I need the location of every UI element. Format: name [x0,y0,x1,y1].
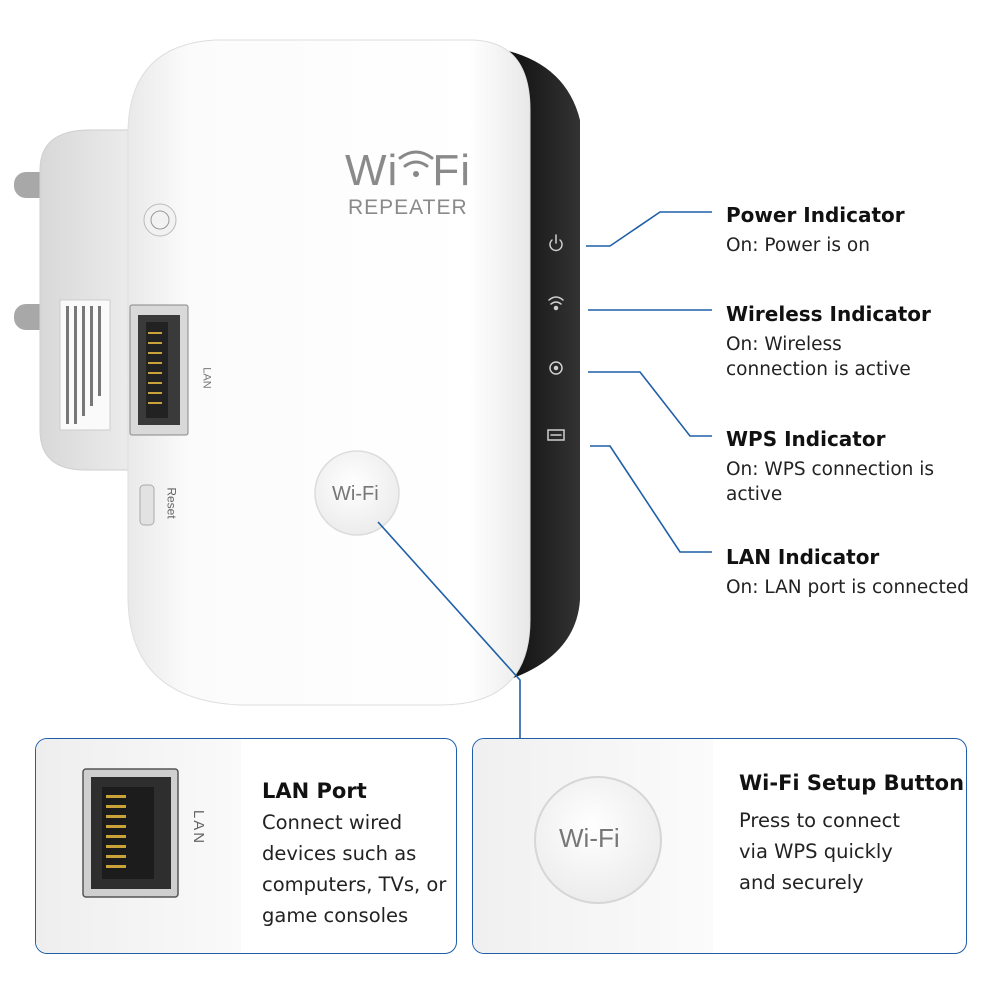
power-leader-line [586,211,712,247]
callout-desc: On: WPS connection is active [726,459,935,505]
button-leader-line [377,521,521,738]
callout-desc: On: Power is on [726,235,870,256]
device-reset-label: Reset [164,487,179,519]
lan-port-closeup-icon [82,768,179,898]
wifi-logo-icon [398,150,434,177]
callout-desc: On: LAN port is connected [726,577,969,598]
wireless-led-icon [548,296,564,311]
callout-lan: LAN Indicator On: LAN port is connected [726,545,996,600]
device-lan-label: LAN [200,367,213,389]
wps-led-icon [549,361,563,375]
brand-wi: Wi [345,146,399,195]
lan-port-box-label: LAN [190,809,208,846]
lan-port-box: LAN LAN Port Connect wired devices such … [35,738,457,954]
callout-power: Power Indicator On: Power is on [726,203,976,258]
model-text: REPEATER [348,196,468,219]
lan-led-icon [547,429,565,441]
device-lan-port [129,304,189,436]
callout-title: Wireless Indicator [726,302,931,326]
wifi-button-desc: Press to connect via WPS quickly and sec… [739,809,901,894]
device-body [127,39,531,706]
wifi-button-box: Wi-Fi Wi-Fi Setup Button Press to connec… [472,738,967,954]
brand-logo: Wi Fi [345,146,471,196]
callout-wps: WPS Indicator On: WPS connection is acti… [726,427,941,507]
callout-wireless: Wireless Indicator On: Wireless connecti… [726,302,936,382]
wifi-button-box-label: Wi-Fi [559,823,620,853]
wps-leader-line [588,371,712,437]
callout-title: LAN Indicator [726,545,880,569]
device-button-label: Wi-Fi [332,483,379,505]
callout-title: WPS Indicator [726,427,886,451]
wifi-button-closeup-icon [534,776,662,904]
device-wifi-button [314,450,400,536]
lan-leader-line [590,445,712,553]
lan-port-title: LAN Port [262,779,367,803]
device-reset-hole [139,484,155,526]
callout-title: Power Indicator [726,203,905,227]
brand-fi: Fi [432,146,471,195]
lan-port-desc: Connect wired devices such as computers,… [262,811,447,927]
power-led-icon [549,234,563,252]
callout-desc: On: Wireless connection is active [726,334,911,380]
wifi-button-title: Wi-Fi Setup Button [739,771,965,795]
